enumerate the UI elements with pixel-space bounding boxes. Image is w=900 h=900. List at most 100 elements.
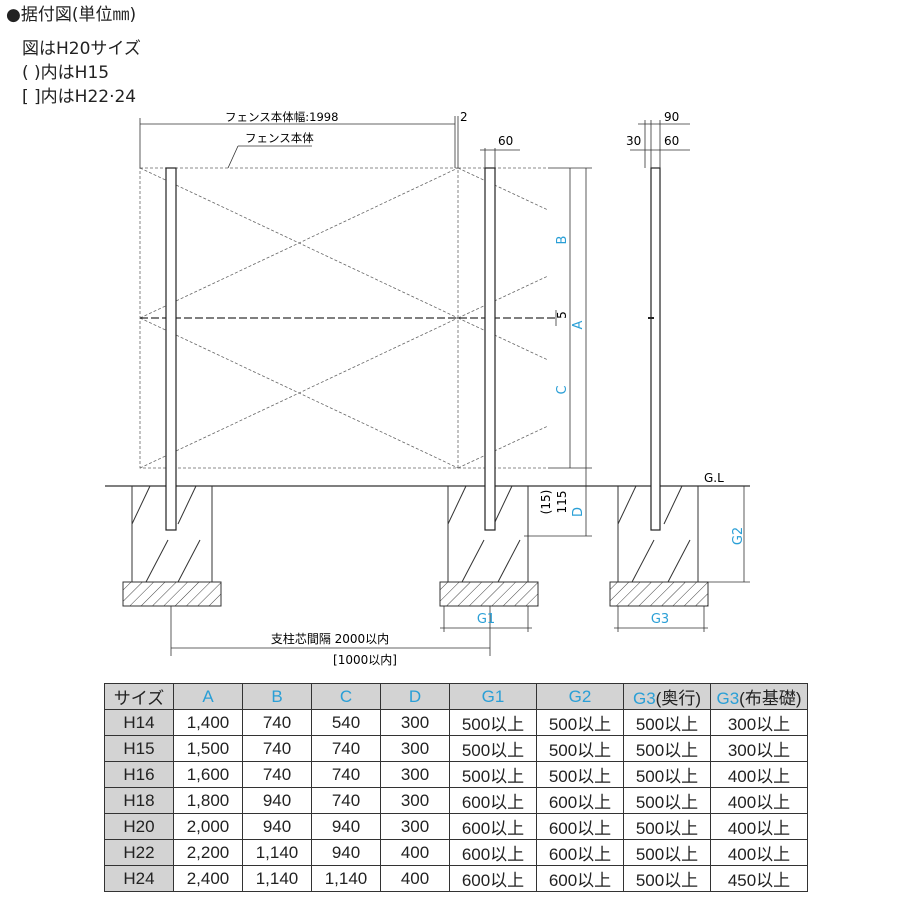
cell-G3a: 500以上	[623, 865, 711, 892]
cell-C: 740	[311, 735, 381, 762]
cell-G1: 500以上	[449, 735, 537, 762]
cell-B: 940	[242, 813, 312, 840]
cell-G3b: 400以上	[710, 839, 808, 866]
foundation-left	[122, 485, 222, 607]
cell-D: 300	[380, 709, 450, 736]
note-h15: ( )内はH15	[22, 63, 110, 83]
post-width-label: 60	[498, 134, 513, 148]
col-G3-base: G3(布基礎)	[710, 683, 808, 710]
label-15: (15)	[539, 490, 553, 515]
label-D: D	[571, 507, 586, 517]
cell-G3b: 300以上	[710, 709, 808, 736]
col-C: C	[311, 683, 381, 710]
cell-C: 540	[311, 709, 381, 736]
cell-G3a: 500以上	[623, 787, 711, 814]
cell-G2: 600以上	[536, 865, 624, 892]
cell-C: 940	[311, 839, 381, 866]
note-size: 図はH20サイズ	[22, 39, 141, 59]
cell-D: 300	[380, 735, 450, 762]
cell-G3b: 400以上	[710, 787, 808, 814]
cell-G3a: 500以上	[623, 839, 711, 866]
cell-A: 2,000	[173, 813, 243, 840]
cell-B: 940	[242, 787, 312, 814]
col-A: A	[173, 683, 243, 710]
cell-B: 740	[242, 735, 312, 762]
cell-D: 300	[380, 813, 450, 840]
fence-panel	[139, 167, 549, 469]
label-C: C	[555, 385, 570, 394]
col-size: サイズ	[104, 683, 174, 710]
cell-G3b: 300以上	[710, 735, 808, 762]
bottom-dimension-lines	[170, 606, 708, 656]
side-90-label: 90	[664, 110, 679, 124]
cell-A: 1,800	[173, 787, 243, 814]
side-30-label: 30	[626, 134, 641, 148]
cell-B: 1,140	[242, 865, 312, 892]
cell-C: 740	[311, 761, 381, 788]
fence-body-label: フェンス本体	[245, 131, 314, 145]
cell-G3a: 500以上	[623, 761, 711, 788]
cell-D: 400	[380, 865, 450, 892]
label-5: 5	[555, 311, 569, 319]
cell-size: H15	[104, 735, 174, 762]
cell-size: H20	[104, 813, 174, 840]
cell-C: 1,140	[311, 865, 381, 892]
label-115: 115	[555, 491, 569, 514]
label-G2: G2	[731, 527, 746, 545]
post-spacing-alt-label: [1000以内]	[333, 653, 397, 667]
cell-C: 740	[311, 787, 381, 814]
post-side	[650, 167, 661, 531]
side-60-label: 60	[664, 134, 679, 148]
cell-size: H24	[104, 865, 174, 892]
cell-G3b: 400以上	[710, 761, 808, 788]
cell-size: H14	[104, 709, 174, 736]
cell-G2: 500以上	[536, 761, 624, 788]
top-dimension-lines	[139, 116, 690, 169]
cell-size: H18	[104, 787, 174, 814]
label-A: A	[571, 320, 586, 329]
cell-C: 940	[311, 813, 381, 840]
cell-A: 1,500	[173, 735, 243, 762]
cell-G3a: 500以上	[623, 709, 711, 736]
cell-B: 740	[242, 761, 312, 788]
cell-A: 1,400	[173, 709, 243, 736]
posts	[165, 167, 661, 531]
cell-D: 300	[380, 787, 450, 814]
cell-B: 740	[242, 709, 312, 736]
cell-size: H16	[104, 761, 174, 788]
label-GL: G.L	[704, 471, 724, 485]
installation-diagram: フェンス本体幅:1998 フェンス本体 2 60 90 30 60 B A C …	[105, 110, 750, 667]
cell-G1: 600以上	[449, 813, 537, 840]
table-header-row: サイズ A B C D G1 G2 G3(奥行) G3(布基礎)	[104, 683, 808, 710]
fence-width-label: フェンス本体幅:1998	[225, 110, 338, 124]
cell-A: 1,600	[173, 761, 243, 788]
col-G2: G2	[536, 683, 624, 710]
col-D: D	[380, 683, 450, 710]
cell-B: 1,140	[242, 839, 312, 866]
cell-D: 400	[380, 839, 450, 866]
cell-G1: 500以上	[449, 709, 537, 736]
cell-G2: 600以上	[536, 813, 624, 840]
cell-G1: 600以上	[449, 865, 537, 892]
cell-G2: 500以上	[536, 709, 624, 736]
cell-A: 2,200	[173, 839, 243, 866]
foundation-side	[609, 485, 709, 607]
cell-G1: 600以上	[449, 787, 537, 814]
foundation-middle	[439, 485, 539, 607]
height-dimension-lines	[524, 167, 750, 583]
cell-G2: 600以上	[536, 787, 624, 814]
post-right	[484, 167, 496, 531]
label-B: B	[555, 236, 570, 245]
post-left	[165, 167, 177, 531]
cell-G3b: 400以上	[710, 813, 808, 840]
cell-D: 300	[380, 761, 450, 788]
cell-G3b: 450以上	[710, 865, 808, 892]
cell-G2: 500以上	[536, 735, 624, 762]
